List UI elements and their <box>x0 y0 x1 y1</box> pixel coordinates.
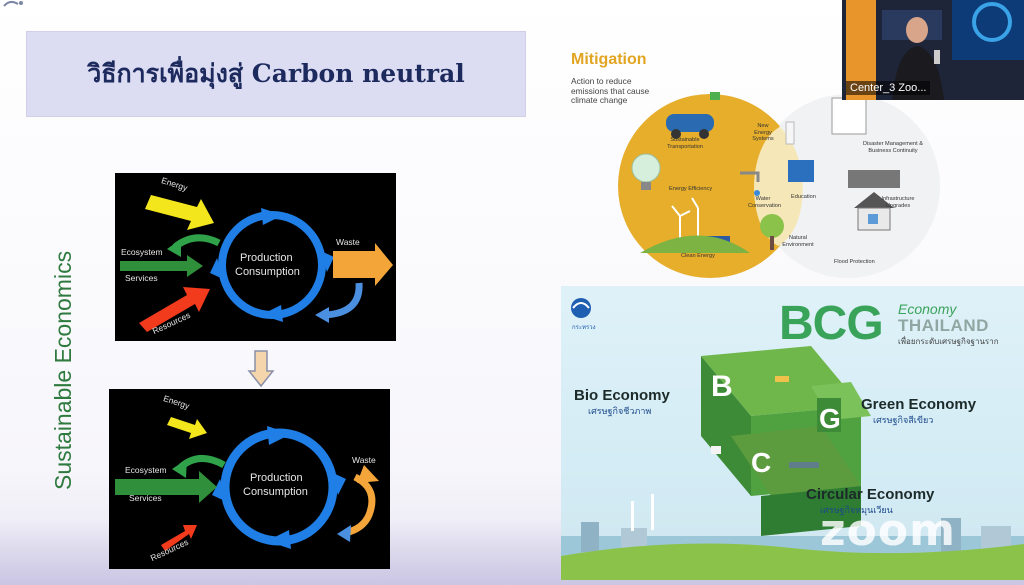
cycle-ring-top <box>218 211 326 319</box>
mit-label-clean: Clean Energy <box>681 253 715 259</box>
mitigation-venn <box>618 92 940 278</box>
mit-label-new-energy: New Energy Systems <box>752 123 774 142</box>
bcg-tagline: เพื่อยกระดับเศรษฐกิจฐานราก <box>898 337 999 346</box>
circular-economy-subtitle: เศรษฐกิจหมุนเวียน <box>820 505 893 515</box>
bio-economy-subtitle: เศรษฐกิจชีวภาพ <box>588 406 652 416</box>
mit-label-efficiency: Energy Efficiency <box>669 186 713 192</box>
slide-title-box: วิธีการเพื่อมุ่งสู่ Carbon neutral <box>26 31 526 117</box>
ecosystem-return-arc <box>172 234 221 250</box>
tree-icon <box>760 214 784 238</box>
cycle-arrowhead-right <box>321 251 334 272</box>
waste-curve-bottom <box>344 473 376 537</box>
down-arrow-icon <box>247 350 275 388</box>
mit-label-transport: Sustainable Transportation <box>667 137 703 150</box>
mit-label-disaster: Disaster Management & Business Continuit… <box>862 141 923 154</box>
mit-label-flood: Flood Protection <box>834 259 875 265</box>
green-economy-subtitle: เศรษฐกิจสีเขียว <box>873 415 934 425</box>
label-ecosystem-bottom: Ecosystem <box>125 465 167 475</box>
diagram-panel-bottom: Energy Ecosystem Services Resources Prod… <box>109 389 390 569</box>
car-icon <box>666 114 714 132</box>
participant-name-label: Center_3 Zoo... <box>846 81 931 95</box>
slide-title: วิธีการเพื่อมุ่งสู่ Carbon neutral <box>87 59 465 88</box>
bcg-logo-text: BCG <box>779 297 884 350</box>
svg-text:G: G <box>819 403 841 434</box>
svg-text:B: B <box>711 370 733 403</box>
svg-text:C: C <box>751 447 771 478</box>
speaker-face <box>906 17 928 43</box>
label-waste-bottom: Waste <box>352 455 376 465</box>
document-icon <box>831 97 867 135</box>
bcg-illustration: G B C <box>561 298 1024 580</box>
faucet-icon <box>740 171 760 182</box>
block-g <box>817 398 841 432</box>
waste-return-arc <box>324 282 363 319</box>
mit-label-natural: Natural Environment <box>782 235 814 248</box>
bcg-thailand-label: THAILAND <box>898 316 989 335</box>
diagram-top-graphics <box>120 195 393 332</box>
zoom-watermark: zoom <box>820 505 956 556</box>
resources-arrow <box>139 287 210 332</box>
label-consumption-top: Consumption <box>235 266 300 278</box>
cycle-arrowhead-bottom <box>261 305 283 322</box>
diagram-bottom-graphics <box>115 417 379 551</box>
bio-economy-title: Bio Economy <box>574 387 670 404</box>
bulb-icon <box>631 153 661 183</box>
label-production-top: Production <box>240 252 293 264</box>
bcg-poster: G B C กระทรวง <box>561 286 1024 580</box>
mit-label-infrastructure: Infrastructure Upgrades <box>881 196 915 209</box>
label-waste-top: Waste <box>336 237 360 247</box>
resources-arrow-small <box>161 525 197 551</box>
diagram-panel-top: Energy Ecosystem Services Resources Prod… <box>115 173 396 341</box>
services-arrow-bottom <box>115 471 217 503</box>
waste-arrow <box>333 243 393 286</box>
mit-label-water: Water Conservation <box>748 196 781 209</box>
cfl-bulb-icon <box>785 121 795 145</box>
label-services-top: Services <box>125 273 158 283</box>
factory-icon <box>848 170 900 188</box>
bcg-economy-label: Economy <box>898 301 957 317</box>
energy-arrow <box>145 195 214 230</box>
mit-label-education: Education <box>791 194 816 200</box>
circular-economy-title: Circular Economy <box>806 486 935 503</box>
side-label: Sustainable Economics <box>50 250 76 490</box>
org-label: กระทรวง <box>572 325 596 331</box>
mitigation-title: Mitigation <box>571 51 647 68</box>
label-consumption-bottom: Consumption <box>243 486 308 498</box>
house-icon <box>854 192 894 208</box>
green-economy-title: Green Economy <box>861 396 977 413</box>
ecosystem-return-arc-bottom <box>178 455 226 470</box>
services-arrow <box>120 255 203 277</box>
mitigation-subtitle: Action to reduce emissions that cause cl… <box>571 76 650 106</box>
cycle-arrowhead-left <box>210 258 223 279</box>
label-production-bottom: Production <box>250 472 303 484</box>
plug-icon <box>710 92 720 100</box>
energy-arrow-small <box>167 417 207 439</box>
cycle-arrowhead-top <box>261 208 283 225</box>
book-icon <box>788 160 814 182</box>
label-services-bottom: Services <box>129 493 162 503</box>
mitigation-circle <box>618 94 802 278</box>
app-corner-icon <box>3 0 23 7</box>
org-logo-icon <box>571 298 591 318</box>
label-ecosystem-top: Ecosystem <box>121 247 163 257</box>
